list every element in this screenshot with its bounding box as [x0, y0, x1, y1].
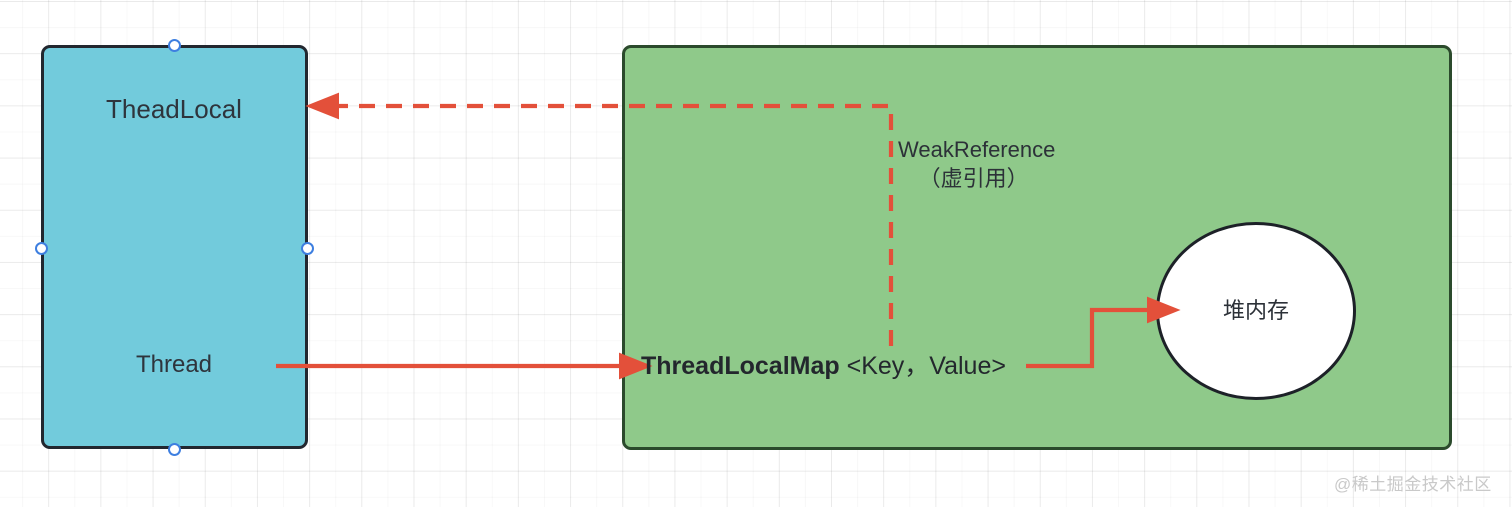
threadlocalmap-label: ThreadLocalMap <Key，Value>: [641, 350, 1006, 383]
heap-memory-ellipse[interactable]: 堆内存: [1156, 222, 1356, 400]
weakreference-label: WeakReference （虚引用）: [898, 135, 1055, 193]
weakreference-cn-text: （虚引用）: [918, 166, 1029, 192]
thread-box[interactable]: [41, 45, 308, 449]
weakreference-text: WeakReference: [898, 137, 1056, 162]
arrow-map-to-heap[interactable]: [1026, 296, 1181, 369]
threadlocalmap-name: ThreadLocalMap: [641, 352, 840, 380]
handle-right[interactable]: [300, 241, 314, 255]
heap-memory-label: 堆内存: [1222, 298, 1289, 324]
arrow-weakreference-dashed[interactable]: [305, 92, 894, 346]
handle-left[interactable]: [34, 241, 48, 255]
handle-bottom[interactable]: [167, 442, 181, 456]
handle-top[interactable]: [167, 38, 181, 52]
watermark: @稀土掘金技术社区: [1334, 475, 1492, 494]
threadlocalmap-generic: <Key，Value>: [839, 352, 1006, 380]
threadlocal-title: TheadLocal: [106, 94, 242, 124]
thread-subtitle: Thread: [135, 351, 213, 378]
